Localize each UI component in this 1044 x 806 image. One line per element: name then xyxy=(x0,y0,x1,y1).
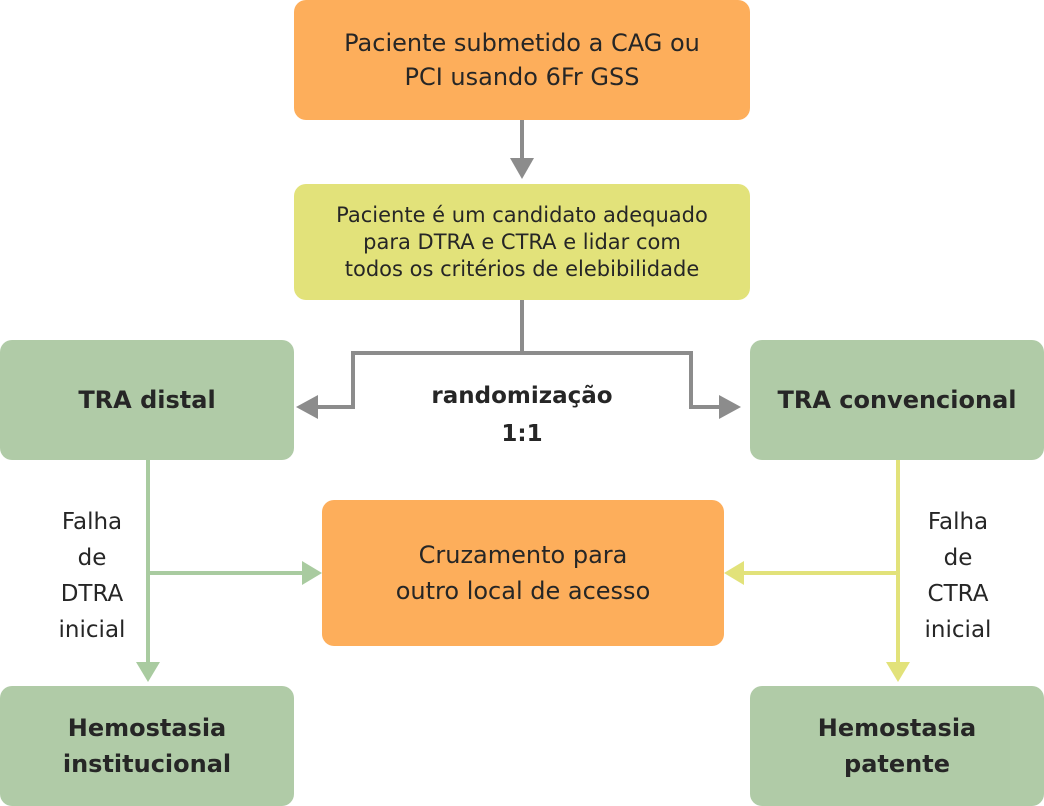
patent-hemostasis-box: Hemostasia patente xyxy=(750,686,1044,806)
institutional-hemostasis-text: Hemostasia institucional xyxy=(62,714,232,778)
distal-connectors xyxy=(146,460,304,664)
eligibility-text: Paciente é um candidato adequado para DT… xyxy=(336,202,708,281)
distal-arrowheads xyxy=(136,561,322,682)
distal-tra-box: TRA distal xyxy=(0,340,294,460)
distal-tra-text: TRA distal xyxy=(78,386,216,414)
randomization-arrowheads xyxy=(296,395,741,419)
patient-procedure-box: Paciente submetido a CAG ou PCI usando 6… xyxy=(294,0,750,120)
conventional-connectors xyxy=(742,460,900,664)
patient-procedure-text: Paciente submetido a CAG ou PCI usando 6… xyxy=(344,29,700,91)
crossover-box: Cruzamento para outro local de acesso xyxy=(322,500,724,646)
conventional-tra-text: TRA convencional xyxy=(777,386,1017,414)
institutional-hemostasis-box: Hemostasia institucional xyxy=(0,686,294,806)
conventional-tra-box: TRA convencional xyxy=(750,340,1044,460)
dtra-failure-label: Falha de DTRA inicial xyxy=(58,509,126,643)
arrow-procedure-to-eligibility xyxy=(510,120,534,179)
randomization-label: randomização 1:1 xyxy=(431,383,613,447)
eligibility-box: Paciente é um candidato adequado para DT… xyxy=(294,184,750,300)
ctra-failure-label: Falha de CTRA inicial xyxy=(924,509,992,643)
crossover-text: Cruzamento para outro local de acesso xyxy=(395,541,651,605)
randomization-branch xyxy=(316,300,722,409)
patent-hemostasis-text: Hemostasia patente xyxy=(817,714,977,778)
conventional-arrowheads xyxy=(724,561,910,682)
